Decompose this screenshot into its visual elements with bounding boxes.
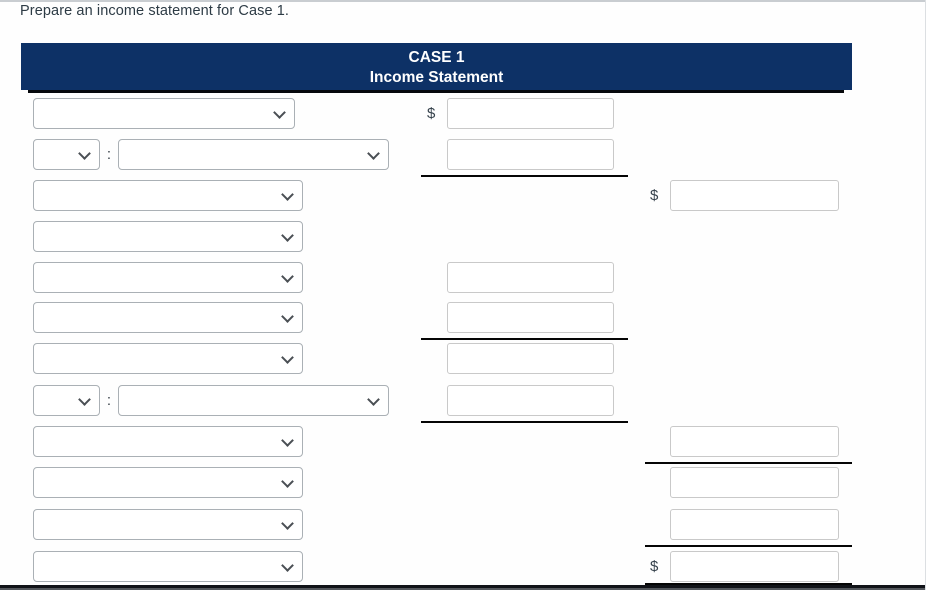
case-title: CASE 1 [408,49,465,66]
account-select[interactable] [33,221,303,252]
amount-input[interactable] [670,180,839,211]
top-border [0,0,926,2]
account-select[interactable] [118,385,389,416]
subtotal-rule [645,462,852,464]
amount-input[interactable] [670,467,839,498]
statement-header: CASE 1 Income Statement [21,43,852,90]
account-select[interactable] [33,467,303,498]
statement-subtitle: Income Statement [369,69,504,86]
amount-input[interactable] [670,426,839,457]
account-select-wrap [33,302,303,333]
account-select[interactable] [33,262,303,293]
dollar-sign: $ [650,558,659,575]
qualifier-select[interactable] [33,385,100,416]
dollar-sign: $ [427,105,436,122]
amount-input[interactable] [670,509,839,540]
account-select[interactable] [33,98,295,129]
combo-separator: : [106,146,112,163]
account-select-wrap [33,509,303,540]
amount-input[interactable] [447,98,614,129]
account-select-wrap [33,262,303,293]
total-rule [645,583,852,585]
combo-separator: : [106,392,112,409]
account-select-wrap [118,139,389,170]
account-select[interactable] [33,551,303,582]
account-select[interactable] [118,139,389,170]
subtotal-rule [421,338,628,340]
instruction-text: Prepare an income statement for Case 1. [20,3,290,19]
account-select-wrap [33,426,303,457]
dollar-sign: $ [650,187,659,204]
account-select-wrap [33,551,303,582]
account-select[interactable] [33,426,303,457]
amount-input[interactable] [447,385,614,416]
account-select[interactable] [33,343,303,374]
account-select[interactable] [33,509,303,540]
amount-input[interactable] [670,551,839,582]
account-select-wrap [33,180,303,211]
amount-input[interactable] [447,139,614,170]
account-select-wrap [118,385,389,416]
subtotal-rule [421,421,628,423]
subtotal-rule [421,175,628,177]
amount-input[interactable] [447,262,614,293]
amount-input[interactable] [447,343,614,374]
account-select[interactable] [33,180,303,211]
account-select-wrap [33,221,303,252]
bottom-divider [0,588,926,590]
account-select-wrap [33,467,303,498]
account-select-wrap [33,98,295,129]
amount-input[interactable] [447,302,614,333]
qualifier-select-wrap [33,385,100,416]
subtotal-rule [645,545,852,547]
account-select[interactable] [33,302,303,333]
account-select-wrap [33,343,303,374]
qualifier-select[interactable] [33,139,100,170]
bottom-rule [0,585,926,588]
header-rule [28,90,844,93]
qualifier-select-wrap [33,139,100,170]
